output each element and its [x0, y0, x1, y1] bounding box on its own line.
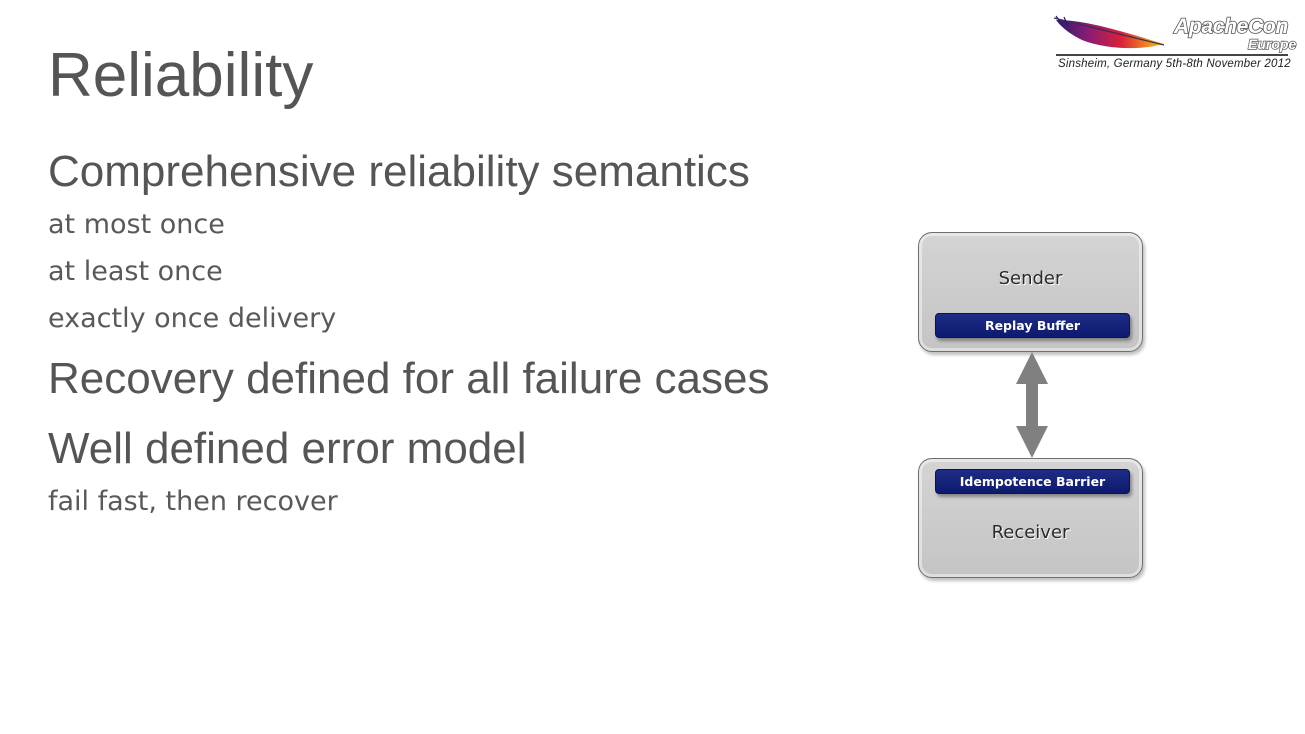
bullet-level2: at least once [48, 256, 223, 287]
slide-title: Reliability [48, 41, 314, 110]
bullet-level2: at most once [48, 209, 225, 240]
sender-label: Sender [998, 268, 1063, 289]
receiver-box: Idempotence Barrier Receiver [918, 458, 1143, 578]
logo-tagline: Sinsheim, Germany 5th-8th November 2012 [1058, 58, 1291, 70]
bullet-level2: fail fast, then recover [48, 486, 338, 517]
bullet-level1: Well defined error model [48, 424, 527, 473]
apachecon-logo: ApacheCon Europe Sinsheim, Germany 5th-8… [1052, 14, 1297, 74]
bullet-level1: Recovery defined for all failure cases [48, 354, 770, 403]
logo-divider [1056, 54, 1288, 56]
logo-region: Europe [1247, 35, 1297, 52]
receiver-label: Receiver [991, 522, 1070, 543]
idempotence-barrier-pill: Idempotence Barrier [935, 469, 1130, 494]
double-arrow-icon [1016, 352, 1048, 458]
sender-box: Sender Replay Buffer [918, 232, 1143, 352]
bullet-level1: Comprehensive reliability semantics [48, 147, 750, 196]
replay-buffer-pill: Replay Buffer [935, 313, 1130, 338]
feather-icon [1053, 15, 1165, 49]
logo-name: ApacheCon [1173, 14, 1289, 39]
bullet-level2: exactly once delivery [48, 303, 337, 334]
